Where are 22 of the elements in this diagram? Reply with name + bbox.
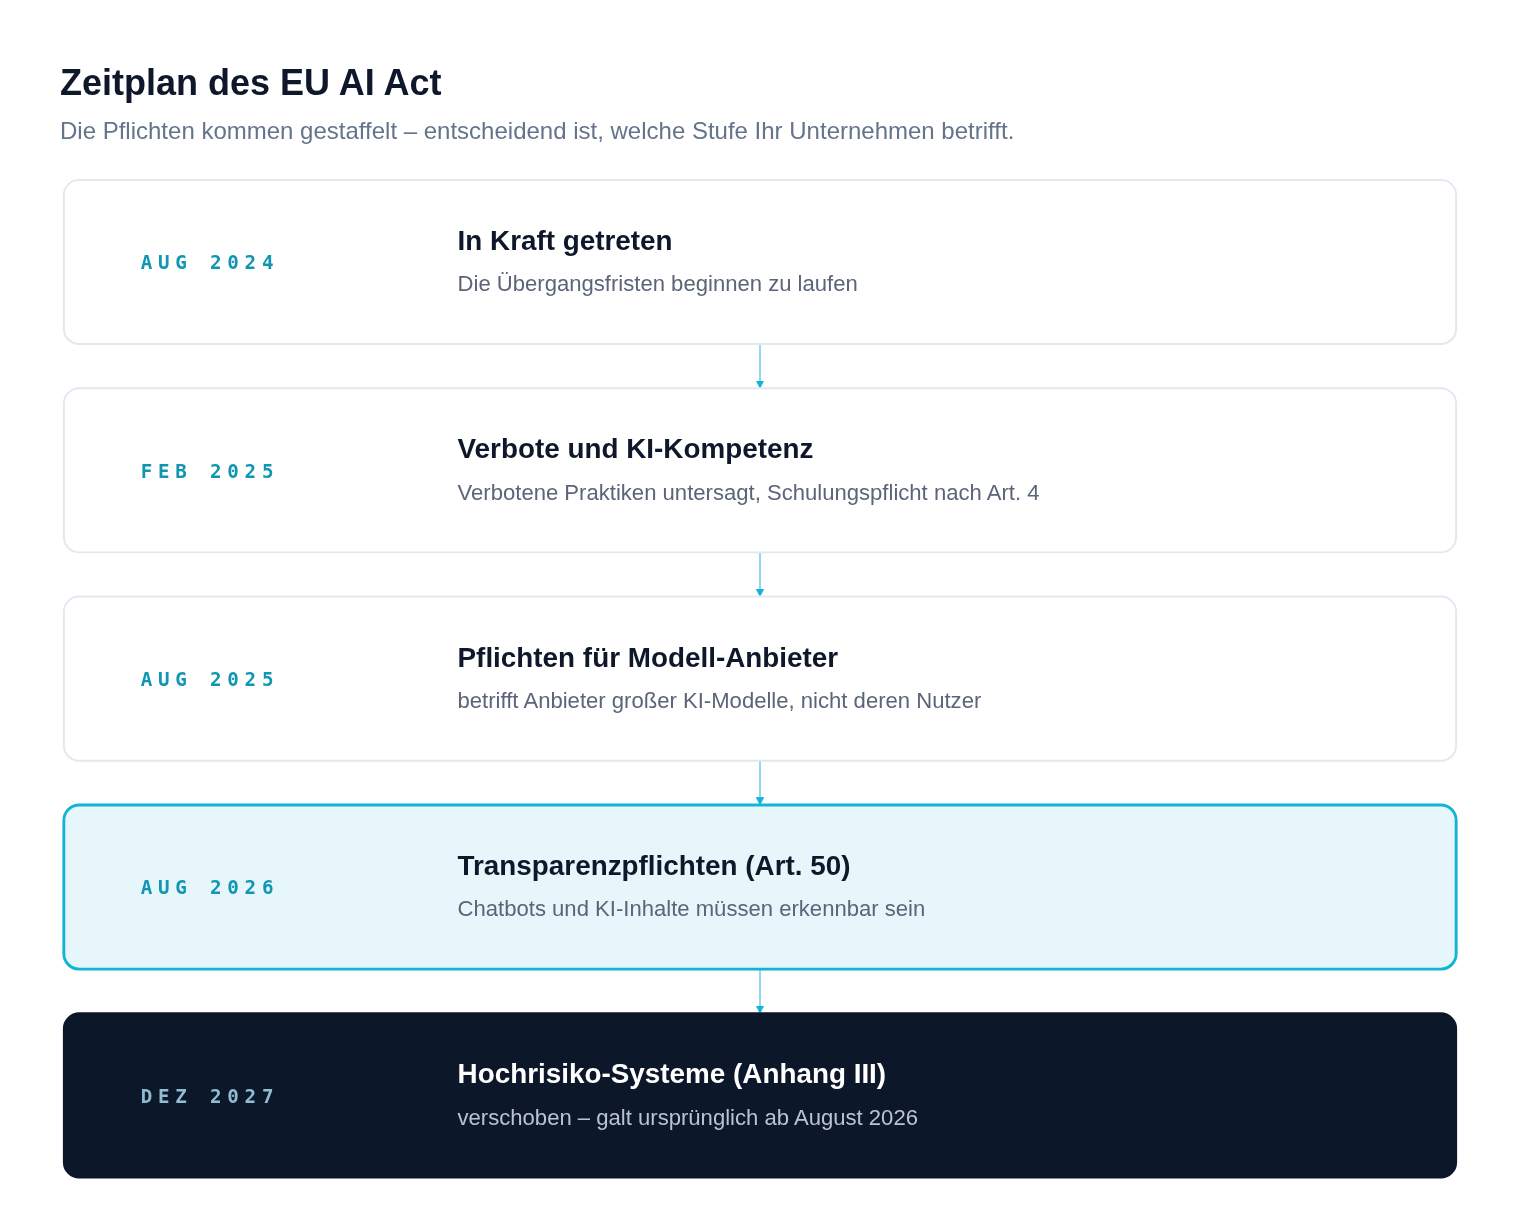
date-label: DEZ 2027	[140, 1082, 280, 1109]
description-text: Die Übergangsfristen beginnen zu laufen	[457, 271, 858, 297]
date-label: AUG 2026	[140, 874, 280, 901]
timeline-card	[62, 595, 1458, 762]
description-text: betrifft Anbieter großer KI-Modelle, nicht deren Nutzer	[457, 687, 982, 713]
timeline-card	[62, 803, 1458, 971]
timeline-card	[62, 1012, 1458, 1179]
date-label: FEB 2025	[140, 457, 280, 484]
title: Zeitplan des EU AI Act	[60, 61, 442, 105]
subtitle-text: Die Pflichten kommen gestaffelt – entscheidend ist, welche Stufe Ihr Unternehmen betrifft.	[60, 116, 1015, 146]
description-text: Chatbots und KI-Inhalte müssen erkennbar sein	[457, 896, 926, 922]
description-text: Verbotene Praktiken untersagt, Schulungspflicht nach Art. 4	[457, 479, 1040, 505]
date-label: AUG 2025	[140, 666, 280, 693]
date-label: AUG 2024	[140, 249, 280, 276]
heading-text: Transparenzpflichten (Art. 50)	[457, 850, 851, 881]
heading-text: Verbote und KI-Kompetenz	[457, 433, 814, 465]
description-text: verschoben – galt ursprünglich ab August 2026	[457, 1104, 918, 1130]
heading-text: Pflichten für Modell-Anbieter	[457, 641, 839, 673]
heading-text: In Kraft getreten	[457, 224, 673, 256]
timeline-card	[62, 387, 1458, 554]
timeline-card	[62, 178, 1458, 345]
heading-text: Hochrisiko-Systeme (Anhang III)	[457, 1058, 887, 1090]
